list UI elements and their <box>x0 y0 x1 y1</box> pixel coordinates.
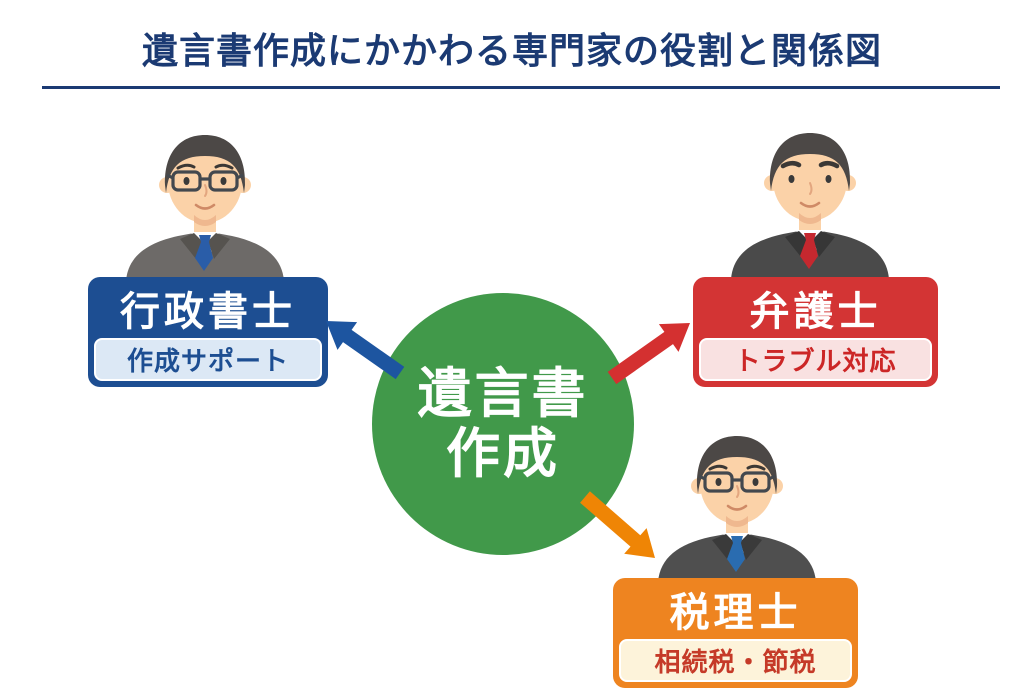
bengoshi-role: トラブル対応 <box>699 338 932 381</box>
center-node-label-line2: 作成 <box>446 424 560 484</box>
glasses-icon <box>166 170 244 192</box>
center-node-label-line1: 遺言書 <box>417 363 589 424</box>
zeirishi-name: 税理士 <box>669 590 802 635</box>
tie <box>195 235 213 271</box>
tie <box>727 536 745 572</box>
zeirishi-avatar <box>658 436 816 582</box>
hair <box>769 133 851 191</box>
zeirishi-role: 相続税・節税 <box>619 639 852 682</box>
title-underline <box>42 86 1000 89</box>
page-title: 遺言書作成にかかわる専門家の役割と関係図 <box>141 30 882 71</box>
glasses-icon <box>698 471 776 493</box>
bengoshi-label-box: 弁護士 トラブル対応 <box>693 277 938 387</box>
gyoseishoshi-name: 行政書士 <box>120 289 296 334</box>
tie <box>800 233 818 269</box>
hair <box>164 135 246 193</box>
gyoseishoshi-role: 作成サポート <box>94 338 322 381</box>
gyoseishoshi-avatar <box>126 135 284 281</box>
bengoshi-name: 弁護士 <box>749 289 882 334</box>
bengoshi-avatar <box>731 133 889 279</box>
hair <box>696 436 778 494</box>
gyoseishoshi-label-box: 行政書士 作成サポート <box>88 277 328 387</box>
zeirishi-label-box: 税理士 相続税・節税 <box>613 578 858 688</box>
center-node-will-creation: 遺言書 作成 <box>372 293 634 555</box>
